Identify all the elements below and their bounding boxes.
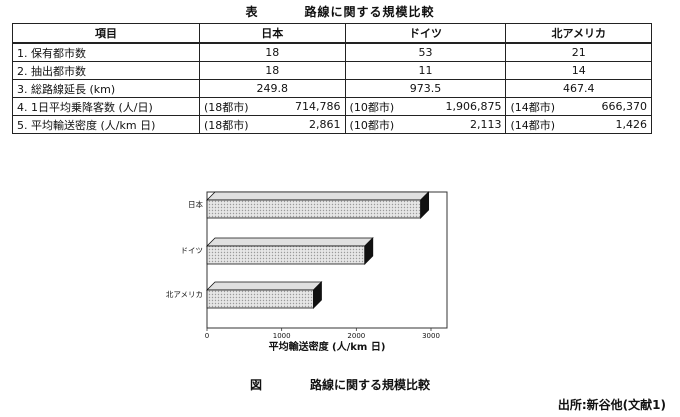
table-row: 2. 抽出都市数 18 11 14 (12, 61, 652, 80)
bar-front (206, 245, 366, 265)
header-germany: ドイツ (344, 23, 507, 44)
bar-top (206, 237, 374, 247)
x-tick-label: 1000 (273, 332, 291, 340)
cell-note: (10都市) (349, 118, 395, 132)
bar (206, 191, 430, 219)
cell-value: 14 (505, 61, 652, 80)
source-note: 出所:新谷他(文献1) (557, 398, 666, 412)
cell-note: (14都市) (510, 100, 556, 114)
figure-caption-text: 路線に関する規模比較 (310, 378, 431, 392)
bar-side (420, 191, 430, 219)
cell-value: 1,906,875 (445, 100, 502, 113)
row-label: 5. 平均輸送密度 (人/km 日) (12, 115, 200, 134)
row-label: 1. 保有都市数 (12, 42, 200, 62)
table-title-prefix: 表 (245, 5, 259, 19)
row-label: 4. 1日平均乗降客数 (人/日) (12, 97, 200, 116)
cell-note: (18都市) (204, 118, 249, 132)
table-row: 5. 平均輸送密度 (人/km 日) (18都市) 2,861 (10都市) 2,1… (12, 115, 652, 134)
figure-caption: 図 路線に関する規模比較 (0, 376, 680, 393)
comparison-table: 項目 日本 ドイツ 北アメリカ 1. 保有都市数 18 53 21 2. 抽出都… (12, 23, 652, 134)
row-label: 3. 総路線延長 (km) (12, 79, 200, 98)
bar-top (206, 281, 323, 291)
x-tick-label: 3000 (422, 332, 440, 340)
header-item: 項目 (12, 23, 200, 44)
cell-split: (18都市) 714,786 (199, 97, 346, 116)
cell-value: 18 (199, 42, 346, 62)
cell-value: 2,113 (469, 118, 502, 131)
cell-split: (10都市) 1,906,875 (344, 97, 507, 116)
header-north-america: 北アメリカ (505, 23, 652, 44)
cell-value: 666,370 (601, 100, 648, 113)
cell-value: 2,861 (309, 118, 341, 131)
table-row: 3. 総路線延長 (km) 249.8 973.5 467.4 (12, 79, 652, 98)
cell-value: 1,426 (615, 118, 648, 131)
table-row: 1. 保有都市数 18 53 21 (12, 42, 652, 62)
bar-top (206, 191, 430, 201)
bar-front (206, 289, 314, 309)
cell-note: (18都市) (204, 100, 249, 114)
category-label: 北アメリカ (166, 290, 203, 299)
cell-split: (18都市) 2,861 (199, 115, 346, 134)
x-axis-label: 平均輸送密度 (人/km 日) (269, 340, 386, 353)
cell-value: 11 (344, 61, 507, 80)
table-header-row: 項目 日本 ドイツ 北アメリカ (12, 23, 652, 44)
cell-note: (14都市) (510, 118, 556, 132)
bar-side (313, 281, 322, 309)
cell-split: (14都市) 1,426 (505, 115, 652, 134)
header-japan: 日本 (199, 23, 346, 44)
cell-value: 53 (344, 42, 507, 62)
cell-value: 973.5 (344, 79, 507, 98)
bar (206, 281, 323, 309)
bar (206, 237, 374, 265)
bar-front (206, 199, 422, 219)
cell-value: 714,786 (295, 100, 341, 113)
x-tick-label: 2000 (347, 332, 365, 340)
cell-value: 21 (505, 42, 652, 62)
table-row: 4. 1日平均乗降客数 (人/日) (18都市) 714,786 (10都市) 1,… (12, 97, 652, 116)
cell-value: 249.8 (199, 79, 346, 98)
row-label: 2. 抽出都市数 (12, 61, 200, 80)
cell-split: (14都市) 666,370 (505, 97, 652, 116)
bar-side (364, 237, 374, 265)
cell-note: (10都市) (349, 100, 395, 114)
category-label: ドイツ (181, 246, 204, 255)
category-label: 日本 (188, 199, 203, 209)
cell-value: 467.4 (505, 79, 652, 98)
cell-split: (10都市) 2,113 (344, 115, 507, 134)
table-title-text: 路線に関する規模比較 (304, 5, 435, 19)
x-tick-label: 0 (205, 332, 209, 340)
table-title: 表 路線に関する規模比較 (0, 3, 680, 20)
figure-caption-prefix: 図 (249, 378, 262, 392)
cell-value: 18 (199, 61, 346, 80)
